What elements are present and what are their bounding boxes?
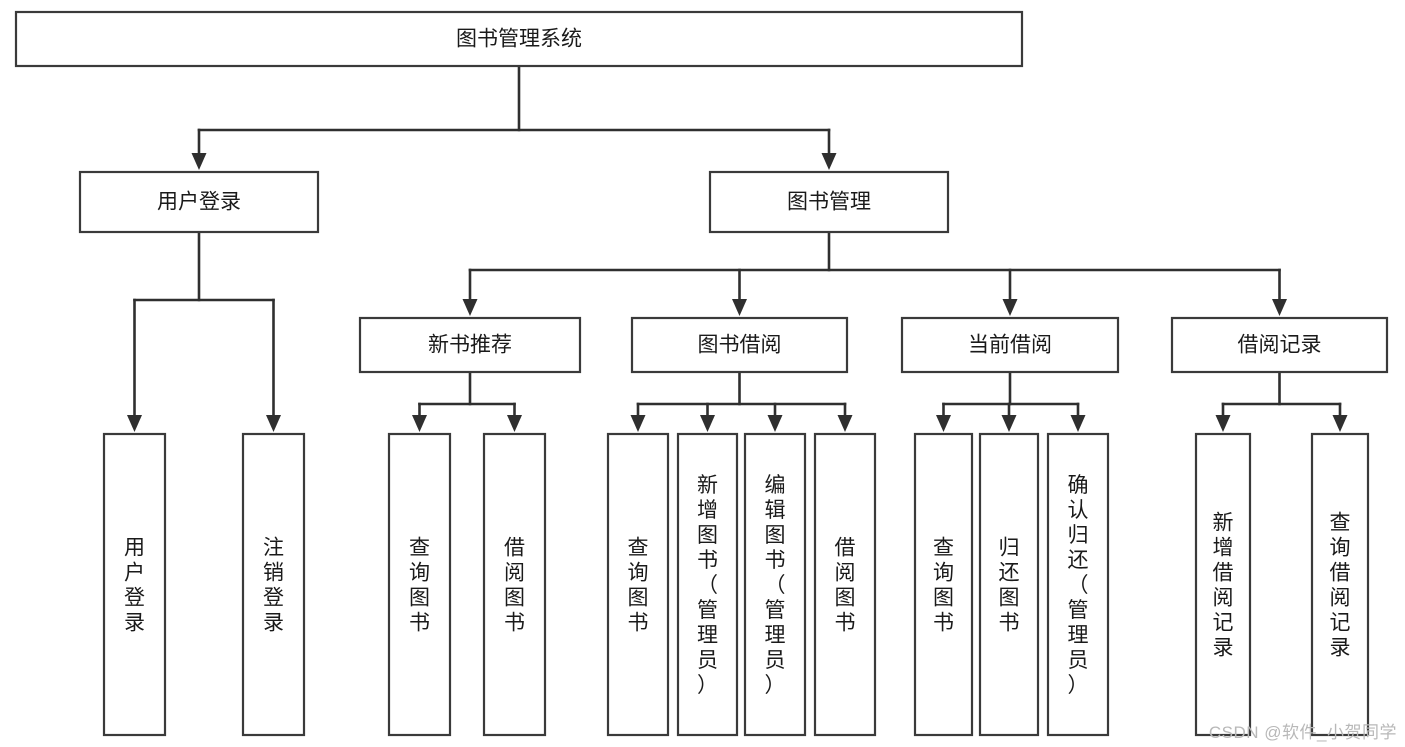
node-label: 当前借阅: [968, 334, 1052, 357]
conn-record-arrow-0: [1215, 415, 1231, 432]
node-box: [358, 316, 582, 374]
watermark-label: CSDN @软件_小贺同学: [1208, 723, 1397, 742]
conn-user-login-arrow-1: [266, 415, 281, 432]
node-leaf-借阅图书-3[interactable]: 借阅图书: [482, 432, 547, 737]
node-leaf-注销登录-1[interactable]: 注销登录: [241, 432, 306, 737]
node-box: [676, 432, 739, 737]
conn-borrow-arrow-3: [837, 415, 853, 432]
node-box: [1310, 432, 1370, 737]
node-label: 编辑图书（管理员）: [765, 474, 786, 697]
conn-book-mgmt-arrow-3: [1272, 299, 1287, 316]
conn-new-book-arrow-0: [412, 415, 427, 432]
conn-borrow-arrow-1: [700, 415, 715, 432]
node-l2-用户登录-0[interactable]: 用户登录: [78, 170, 320, 234]
conn-current-arrow-1: [1001, 415, 1017, 432]
node-label: 借阅图书: [504, 537, 525, 635]
node-leaf-编辑图书管理员-6[interactable]: 编辑图书（管理员）: [743, 432, 807, 737]
conn-current-arrow-2: [1070, 415, 1086, 432]
conn-root-arrow-0: [191, 153, 207, 170]
conn-current-arrow-0: [936, 415, 951, 432]
node-leaf-借阅图书-7[interactable]: 借阅图书: [813, 432, 877, 737]
node-leaf-归还图书-9[interactable]: 归还图书: [978, 432, 1040, 737]
node-label: 查询图书: [409, 537, 430, 635]
conn-record-arrow-1: [1332, 415, 1348, 432]
node-box: [78, 170, 320, 234]
node-label: 新增借阅记录: [1213, 512, 1234, 660]
conn-borrow-arrow-2: [767, 415, 783, 432]
node-l3-新书推荐-0[interactable]: 新书推荐: [358, 316, 582, 374]
node-label: 注销登录: [263, 537, 284, 635]
node-box: [743, 432, 807, 737]
node-box: [14, 10, 1024, 68]
node-leaf-新增借阅记录-11[interactable]: 新增借阅记录: [1194, 432, 1252, 737]
node-box: [102, 432, 167, 737]
conn-new-book-arrow-1: [507, 415, 522, 432]
node-leaf-确认归还管理员-10[interactable]: 确认归还（管理员）: [1046, 432, 1110, 737]
node-label: 图书借阅: [698, 334, 782, 357]
node-label: 借阅记录: [1238, 334, 1322, 357]
node-label: 新书推荐: [428, 334, 512, 357]
node-l3-当前借阅-2[interactable]: 当前借阅: [900, 316, 1120, 374]
node-label: 用户登录: [157, 191, 241, 214]
node-label: 查询图书: [933, 537, 954, 635]
node-box: [900, 316, 1120, 374]
node-box: [978, 432, 1040, 737]
node-box: [387, 432, 452, 737]
node-box: [813, 432, 877, 737]
node-l3-图书借阅-1[interactable]: 图书借阅: [630, 316, 849, 374]
node-leaf-新增图书管理员-5[interactable]: 新增图书（管理员）: [676, 432, 739, 737]
node-root-图书管理系统-0[interactable]: 图书管理系统: [14, 10, 1024, 68]
node-label: 归还图书: [999, 537, 1020, 635]
conn-book-mgmt-arrow-2: [1002, 299, 1018, 316]
node-leaf-查询图书-2[interactable]: 查询图书: [387, 432, 452, 737]
node-leaf-查询图书-8[interactable]: 查询图书: [913, 432, 974, 737]
node-label: 查询图书: [628, 537, 649, 635]
node-box: [913, 432, 974, 737]
node-box: [482, 432, 547, 737]
node-box: [1170, 316, 1389, 374]
node-box: [1194, 432, 1252, 737]
connector-layer: [127, 64, 1348, 432]
node-label: 图书管理系统: [456, 28, 582, 51]
node-label: 图书管理: [787, 191, 871, 214]
node-leaf-查询图书-4[interactable]: 查询图书: [606, 432, 670, 737]
node-label: 新增图书（管理员）: [697, 474, 718, 697]
node-box: [606, 432, 670, 737]
node-leaf-用户登录-0[interactable]: 用户登录: [102, 432, 167, 737]
node-label: 借阅图书: [835, 537, 856, 635]
node-box: [1046, 432, 1110, 737]
node-label: 确认归还（管理员）: [1068, 474, 1089, 697]
node-l3-借阅记录-3[interactable]: 借阅记录: [1170, 316, 1389, 374]
conn-root-arrow-1: [821, 153, 837, 170]
node-box: [708, 170, 950, 234]
node-leaf-查询借阅记录-12[interactable]: 查询借阅记录: [1310, 432, 1370, 737]
node-label: 用户登录: [124, 537, 145, 635]
node-layer: 图书管理系统用户登录图书管理新书推荐图书借阅当前借阅借阅记录用户登录注销登录查询…: [14, 10, 1389, 737]
node-box: [241, 432, 306, 737]
conn-user-login-arrow-0: [127, 415, 142, 432]
conn-borrow-arrow-0: [630, 415, 646, 432]
node-label: 查询借阅记录: [1330, 512, 1351, 660]
node-box: [630, 316, 849, 374]
node-l2-图书管理-1[interactable]: 图书管理: [708, 170, 950, 234]
conn-book-mgmt-arrow-1: [732, 299, 747, 316]
conn-book-mgmt-arrow-0: [462, 299, 478, 316]
